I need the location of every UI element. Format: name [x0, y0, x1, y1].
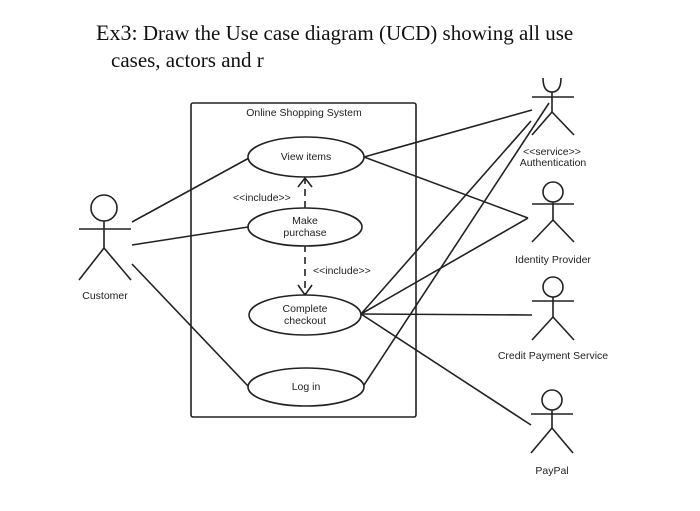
actor-credit-payment-service-label: Credit Payment Service: [498, 350, 608, 362]
assoc-checkout-credit-payment: [360, 313, 533, 316]
use-case-log-in-label: Log in: [292, 381, 321, 393]
exercise-text-line1: Draw the Use case diagram (UCD) showing …: [137, 21, 574, 45]
assoc-view-items-identity-provider: [363, 156, 529, 219]
assoc-customer-make-purchase: [131, 226, 249, 246]
use-case-log-in: [247, 367, 365, 407]
use-case-view-items: [247, 136, 365, 178]
use-case-complete-checkout-label-2: checkout: [284, 315, 326, 327]
use-case-make-purchase-label-2: purchase: [283, 227, 326, 239]
actor-authentication-icon: [531, 77, 575, 136]
actor-authentication-label: Authentication: [520, 157, 587, 169]
exercise-heading: Ex3: Draw the Use case diagram (UCD) sho…: [96, 19, 573, 74]
actor-identity-provider-label: Identity Provider: [515, 254, 591, 266]
include-arrowhead-view-items: [297, 176, 313, 188]
exercise-number: Ex3:: [96, 20, 138, 45]
system-boundary-title: Online Shopping System: [246, 107, 362, 119]
assoc-log-in-authentication: [363, 102, 550, 386]
actor-identity-provider-icon: [531, 181, 575, 243]
assoc-checkout-paypal: [360, 313, 532, 426]
assoc-customer-log-in: [131, 263, 249, 387]
exercise-text-line2: cases, actors and r: [111, 48, 264, 72]
include-label-view-items: <<include>>: [233, 192, 291, 204]
assoc-checkout-authentication: [360, 120, 532, 315]
actor-customer-icon: [78, 194, 132, 281]
system-boundary: [190, 102, 417, 418]
actor-paypal-icon: [530, 389, 574, 454]
actor-credit-payment-service-icon: [531, 276, 575, 341]
assoc-checkout-identity-provider: [360, 217, 529, 315]
actor-authentication-stereotype: <<service>>: [523, 146, 581, 158]
use-case-make-purchase: [247, 207, 363, 247]
use-case-complete-checkout-label-1: Complete: [283, 303, 328, 315]
use-case-complete-checkout: [248, 294, 362, 336]
actor-customer-label: Customer: [82, 290, 128, 302]
use-case-view-items-label: View items: [281, 151, 332, 163]
use-case-make-purchase-label-1: Make: [292, 215, 318, 227]
actor-paypal-label: PayPal: [535, 465, 568, 477]
assoc-customer-view-items: [131, 157, 250, 223]
include-label-checkout: <<include>>: [313, 265, 371, 277]
assoc-view-items-authentication: [363, 109, 533, 158]
